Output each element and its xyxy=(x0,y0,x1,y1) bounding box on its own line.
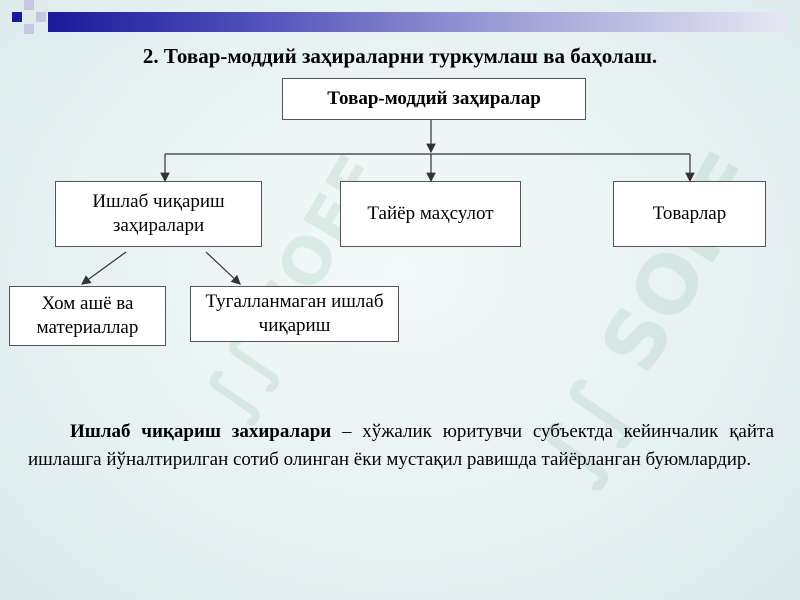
node-raw-materials: Хом ашё ва материаллар xyxy=(9,286,166,346)
node-work-in-progress: Тугалланмаган ишлаб чиқариш xyxy=(190,286,399,342)
node-production-reserves: Ишлаб чиқариш заҳиралари xyxy=(55,181,262,247)
definition-term: Ишлаб чиқариш захиралари xyxy=(70,421,332,442)
header-square xyxy=(12,12,22,22)
definition-text: – хўжалик юритувчи субъектда кейинчалик … xyxy=(28,421,774,470)
connector-to-raw xyxy=(81,251,127,285)
node-finished-product: Тайёр маҳсулот xyxy=(340,181,521,247)
node-goods: Товарлар xyxy=(613,181,766,247)
header-square xyxy=(24,24,34,34)
header-decoration xyxy=(0,0,800,36)
slide-title: 2. Товар-моддий заҳираларни туркумлаш ва… xyxy=(142,44,658,68)
header-square xyxy=(24,0,34,10)
connector-to-wip xyxy=(205,251,241,285)
header-gradient-bar xyxy=(48,12,788,32)
header-square xyxy=(36,12,46,22)
definition-paragraph: Ишлаб чиқариш захиралари – хўжалик юриту… xyxy=(28,418,774,474)
root-node: Товар-моддий заҳиралар xyxy=(282,78,586,120)
